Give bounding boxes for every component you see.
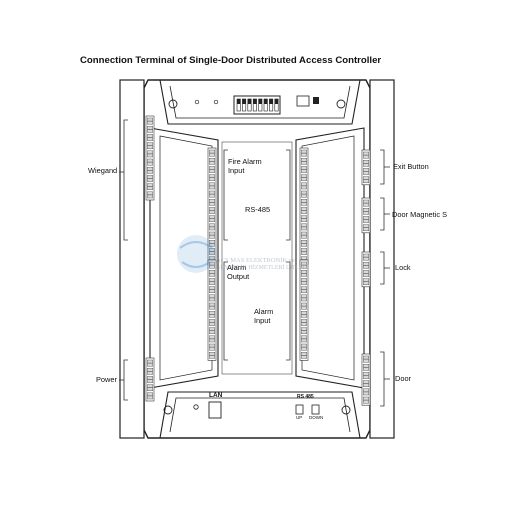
rs485-bracket <box>286 149 291 241</box>
bottom-right-screw <box>341 405 351 415</box>
alarm-output-bracket <box>223 261 228 361</box>
power-label: Power <box>96 375 117 384</box>
door-label: Door <box>395 374 412 383</box>
terminal-block <box>145 115 155 201</box>
fire-alarm-bracket <box>223 149 228 241</box>
dip-pin-lever <box>247 99 252 104</box>
dip-pin-lever <box>242 99 246 104</box>
alarm-input-label: Alarm Input <box>254 307 274 325</box>
lan-port <box>208 401 222 419</box>
dip-pin-lever <box>264 99 268 104</box>
dip-pin-lever <box>274 99 279 104</box>
rs485-down-switch <box>311 404 320 415</box>
up-label: UP <box>296 415 303 420</box>
terminal-block <box>361 197 371 234</box>
top-shoulder-inner <box>169 85 351 119</box>
dip-pin-lever <box>269 99 273 104</box>
top-shoulder <box>159 79 361 125</box>
top-led-1 <box>194 99 200 105</box>
top-battery <box>313 97 319 104</box>
terminal-block <box>361 353 371 406</box>
left-board-inner <box>159 135 213 381</box>
terminal-block <box>361 149 371 186</box>
left-board <box>149 127 219 389</box>
top-jumper <box>296 95 310 107</box>
bottom-led <box>193 404 199 410</box>
wiegand-label: Wiegand <box>88 166 118 175</box>
top-left-screw <box>168 99 178 109</box>
terminal-block <box>361 251 371 288</box>
alarm-output-label: Alarm Output <box>227 263 250 281</box>
lan-label: LAN <box>209 392 223 399</box>
watermark-globe <box>177 235 215 273</box>
fire-alarm-input-label: Fire Alarm Input <box>228 157 262 175</box>
diagram-title: Connection Terminal of Single-Door Distr… <box>80 55 382 66</box>
dip-pin-lever <box>237 99 241 104</box>
alarm-input-bracket <box>286 261 291 361</box>
right-rail <box>369 79 395 439</box>
top-right-screw <box>336 99 346 109</box>
right-board <box>295 127 365 389</box>
dip-pin-lever <box>258 99 262 104</box>
lock-label: Lock <box>395 263 411 272</box>
right-board-inner <box>301 135 355 381</box>
wiegand-bracket <box>123 119 128 241</box>
terminal-block <box>207 259 217 361</box>
rs485-up-switch <box>295 404 304 415</box>
bottom-left-screw <box>163 405 173 415</box>
watermark-line1: ACS MAS ELEKTRONİK ve <box>216 257 295 264</box>
exit-button-label: Exit Button <box>393 162 429 171</box>
bottom-shoulder <box>159 391 361 439</box>
terminal-block <box>299 259 309 361</box>
down-label: DOWN <box>309 415 324 420</box>
watermark-line2: GÜVENLİK HİZMETLERİ LTD.ŞTİ. <box>216 265 310 271</box>
door-magnetic-label: Door Magnetic S <box>392 210 448 219</box>
terminal-block <box>299 147 309 266</box>
dip-pin-lever <box>253 99 257 104</box>
rs485-center-label: RS-485 <box>245 205 271 214</box>
center-panel <box>221 141 293 375</box>
top-led-2 <box>213 99 219 105</box>
rs485-bottom-label: RS 485 <box>297 394 314 400</box>
bottom-shoulder-inner <box>169 397 351 433</box>
